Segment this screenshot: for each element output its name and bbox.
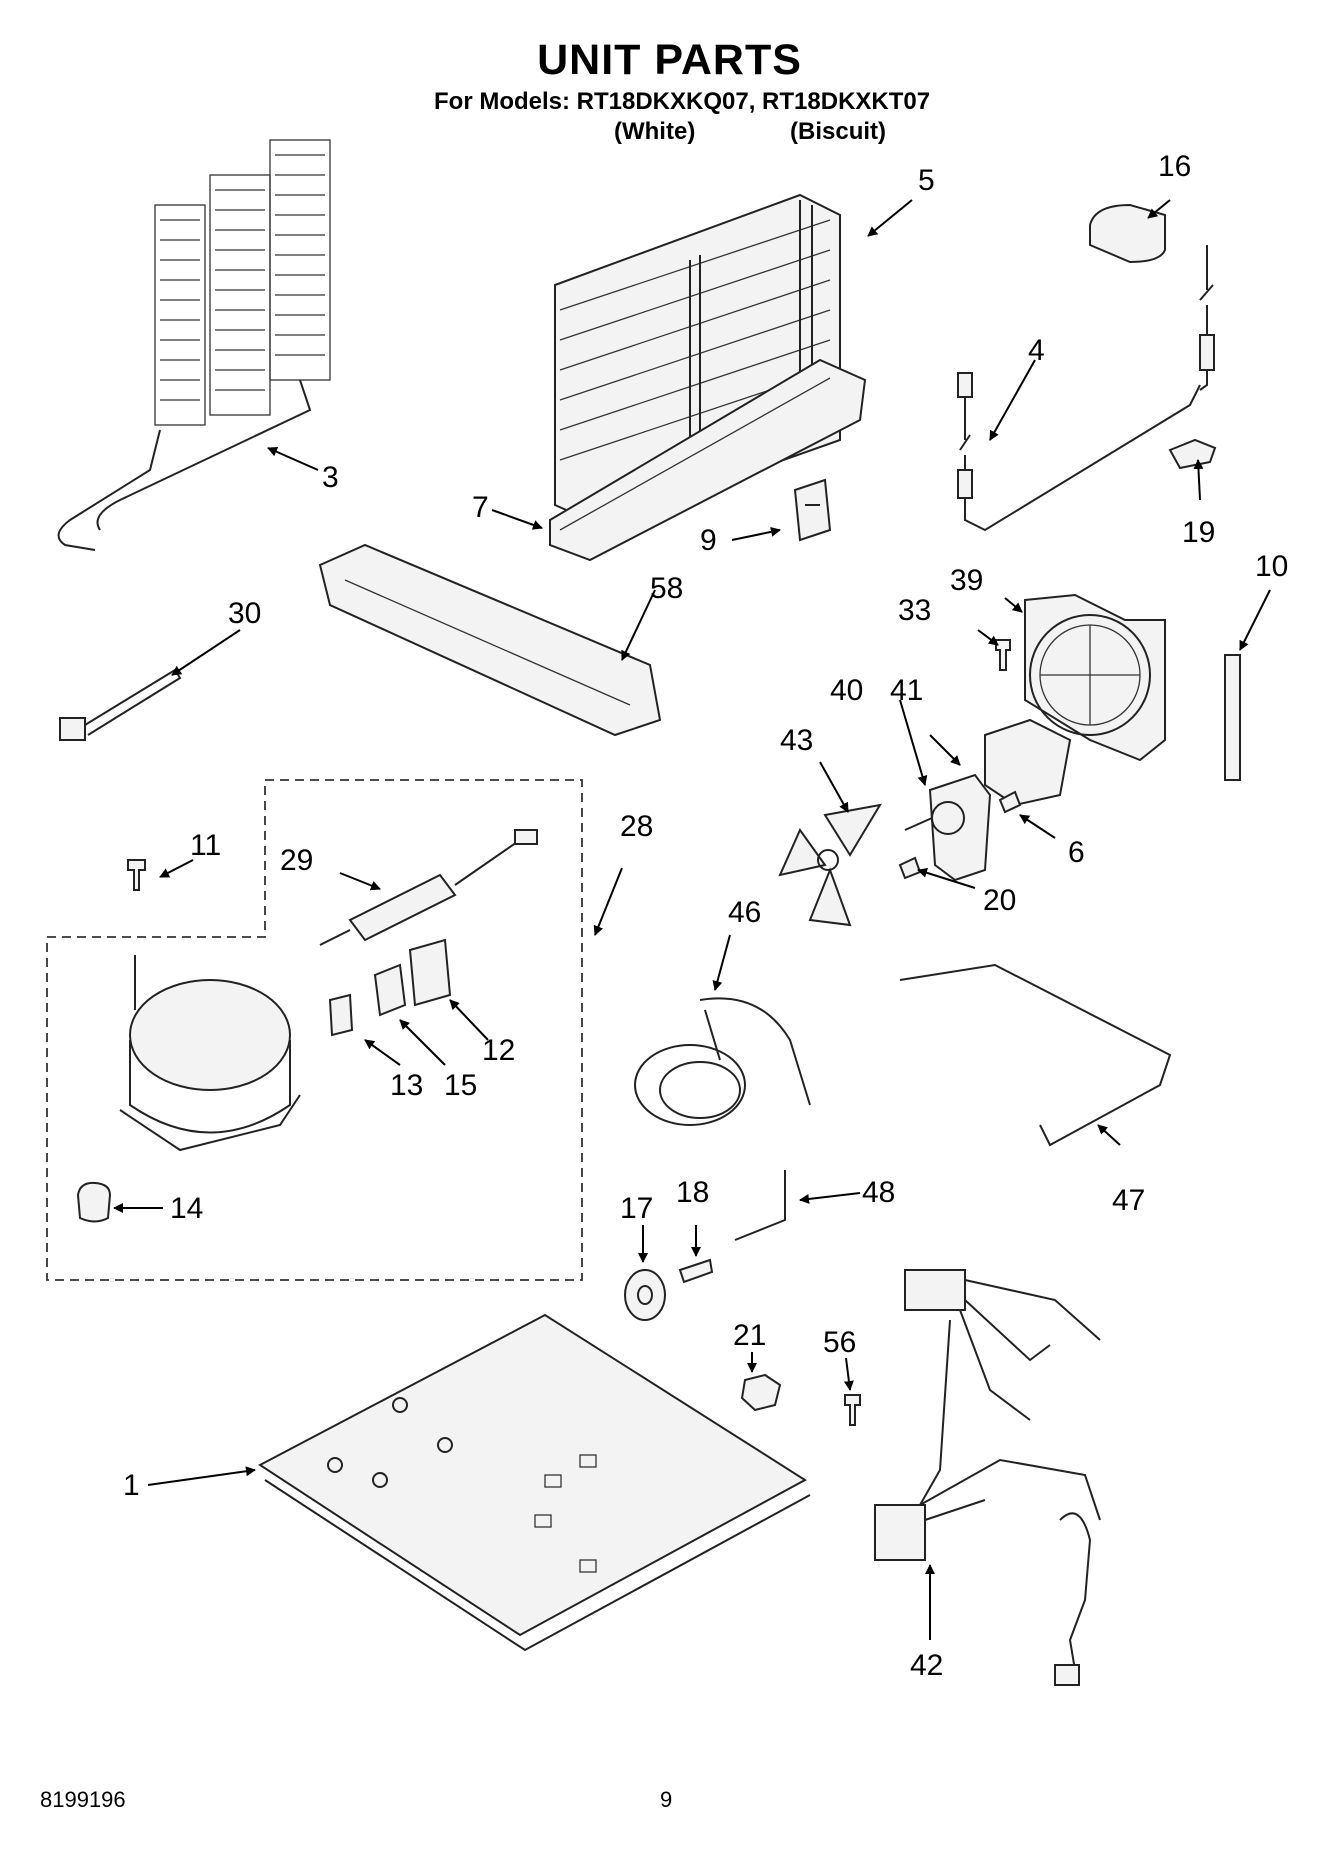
filter-drier bbox=[319, 829, 538, 946]
callout-7: 7 bbox=[472, 491, 489, 524]
drain-pan bbox=[318, 543, 662, 737]
callout-1: 1 bbox=[123, 1469, 140, 1502]
condenser-coil bbox=[57, 139, 331, 551]
color-white-label: (White) bbox=[614, 118, 696, 145]
tube-part bbox=[899, 963, 1172, 1147]
screw-part bbox=[898, 856, 922, 880]
overload-part bbox=[328, 993, 354, 1037]
roller-wheel bbox=[624, 1269, 666, 1321]
callout-11: 11 bbox=[190, 829, 221, 862]
callout-56: 56 bbox=[823, 1326, 856, 1359]
relay-part bbox=[373, 963, 407, 1017]
callout-16: 16 bbox=[1158, 150, 1191, 183]
callout-39: 39 bbox=[950, 564, 983, 597]
doc-number: 8199196 bbox=[40, 1787, 126, 1812]
callout-58: 58 bbox=[650, 572, 683, 605]
callout-21: 21 bbox=[733, 1319, 766, 1352]
callout-19: 19 bbox=[1182, 516, 1215, 549]
callout-18: 18 bbox=[676, 1176, 709, 1209]
fan-shroud bbox=[1024, 593, 1166, 762]
page-title: UNIT PARTS bbox=[537, 36, 802, 84]
fan-blade bbox=[778, 803, 882, 927]
callout-15: 15 bbox=[444, 1069, 477, 1102]
callout-42: 42 bbox=[910, 1649, 943, 1682]
screw-part bbox=[995, 639, 1011, 671]
compressor bbox=[119, 955, 301, 1152]
nut-part bbox=[740, 1373, 782, 1412]
gasket-strip bbox=[1224, 654, 1241, 781]
callout-28: 28 bbox=[620, 810, 653, 843]
mounting-plate bbox=[984, 718, 1072, 807]
wiring-harness bbox=[874, 1269, 1101, 1686]
callout-9: 9 bbox=[700, 524, 717, 557]
fan-motor bbox=[904, 773, 992, 882]
callout-14: 14 bbox=[170, 1192, 203, 1225]
callout-arrows bbox=[113, 199, 1271, 1640]
screw-part bbox=[998, 790, 1022, 814]
callout-13: 13 bbox=[390, 1069, 423, 1102]
callout-12: 12 bbox=[482, 1034, 515, 1067]
callout-20: 20 bbox=[983, 884, 1016, 917]
callout-10: 10 bbox=[1255, 550, 1288, 583]
callout-29: 29 bbox=[280, 844, 313, 877]
callout-17: 17 bbox=[620, 1192, 653, 1225]
bracket-clip bbox=[1168, 438, 1217, 470]
callout-48: 48 bbox=[862, 1176, 895, 1209]
callout-40: 40 bbox=[830, 674, 863, 707]
callout-33: 33 bbox=[898, 594, 931, 627]
tube-coil bbox=[634, 997, 811, 1126]
cable-tie bbox=[59, 668, 182, 741]
callout-47: 47 bbox=[1112, 1184, 1145, 1217]
callout-30: 30 bbox=[228, 597, 261, 630]
models-line: For Models: RT18DKXKQ07, RT18DKXKT07 bbox=[434, 88, 931, 115]
grommet-part bbox=[76, 1181, 112, 1223]
callout-4: 4 bbox=[1028, 334, 1045, 367]
callout-3: 3 bbox=[322, 461, 339, 494]
callout-43: 43 bbox=[780, 724, 813, 757]
cap-part bbox=[1089, 203, 1166, 264]
page-number: 9 bbox=[660, 1787, 673, 1812]
relay-cover bbox=[408, 938, 452, 1007]
screw-part bbox=[844, 1394, 861, 1426]
thermistor-wire bbox=[957, 245, 1215, 532]
clip-part bbox=[793, 478, 832, 542]
callout-46: 46 bbox=[728, 896, 761, 929]
callout-6: 6 bbox=[1068, 836, 1085, 869]
drain-trough bbox=[549, 358, 867, 562]
callout-5: 5 bbox=[918, 164, 935, 197]
compressor-kit-outline bbox=[46, 779, 583, 1281]
tube-part bbox=[734, 1170, 786, 1241]
callout-41: 41 bbox=[890, 674, 923, 707]
color-biscuit-label: (Biscuit) bbox=[790, 118, 886, 145]
base-plate bbox=[258, 1313, 811, 1652]
axle-part bbox=[678, 1258, 714, 1284]
screw-part bbox=[127, 859, 146, 891]
